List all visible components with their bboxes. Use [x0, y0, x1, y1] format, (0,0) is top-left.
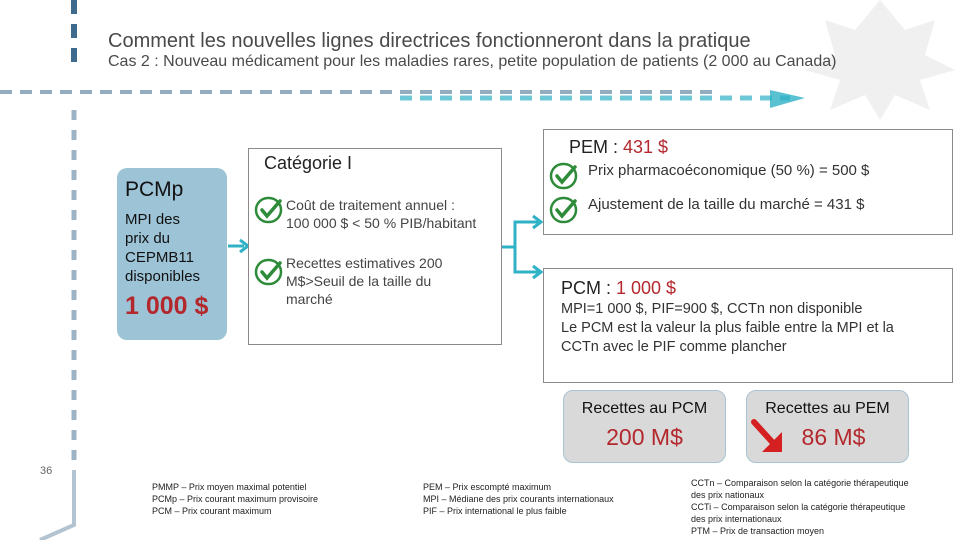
footnotes-col3: CCTn – Comparaison selon la catégorie th…	[691, 477, 909, 537]
categorie-item-cout: Coût de traitement annuel : 100 000 $ < …	[286, 196, 476, 232]
footnote-line: PCMp – Prix courant maximum provisoire	[152, 494, 319, 504]
categorie-item-line: M$>Seuil de la taille du	[286, 273, 432, 289]
pcm-label: PCM :	[561, 278, 617, 298]
pem-item-pharmaco: Prix pharmacoéconomique (50 %) = 500 $	[588, 162, 870, 179]
page-subtitle: Cas 2 : Nouveau médicament pour les mala…	[108, 53, 837, 70]
categorie-item-line: Recettes estimatives 200	[286, 255, 443, 271]
footnote-line: PMMP – Prix moyen maximal potentiel	[152, 482, 307, 492]
pcmp-title: PCMp	[125, 178, 184, 201]
page-title: Comment les nouvelles lignes directrices…	[108, 30, 751, 52]
recettes-pem-value: 86 M$	[801, 424, 866, 450]
pcm-box	[543, 268, 953, 383]
footnote-line: MPI – Médiane des prix courants internat…	[423, 494, 614, 504]
footnotes-col2: PEM – Prix escompté maximum MPI – Médian…	[423, 481, 614, 517]
categorie-title: Catégorie I	[262, 153, 355, 174]
pcmp-line: CEPMB11	[125, 249, 194, 266]
pcmp-price: 1 000 $	[125, 292, 209, 320]
pcm-line: MPI=1 000 $, PIF=900 $, CCTn non disponi…	[561, 301, 863, 317]
pcm-value: 1 000 $	[616, 278, 677, 298]
footnote-line: PEM – Prix escompté maximum	[423, 482, 552, 492]
pem-value: 431 $	[623, 137, 669, 157]
recettes-pcm-value: 200 M$	[606, 424, 683, 450]
check-icon	[254, 196, 283, 224]
categorie-item-line: 100 000 $ < 50 % PIB/habitant	[286, 215, 477, 231]
footnote-line: PTM – Prix de transaction moyen	[691, 526, 825, 536]
pcm-description: MPI=1 000 $, PIF=900 $, CCTn non disponi…	[561, 300, 946, 357]
page-number: 36	[40, 465, 53, 477]
pcmp-box: PCMp MPI des prix du CEPMB11 disponibles…	[117, 168, 227, 340]
pcmp-line: prix du	[125, 230, 171, 247]
recettes-pem-label: Recettes au PEM	[765, 400, 890, 417]
arrow-down-icon	[751, 419, 782, 452]
pcm-line: CCTn avec le PIF comme plancher	[561, 339, 787, 355]
categorie-item-line: marché	[286, 291, 333, 307]
check-icon	[254, 258, 283, 286]
pcmp-description: MPI des prix du CEPMB11 disponibles	[125, 210, 219, 286]
pcm-line: Le PCM est la valeur la plus faible entr…	[561, 320, 894, 336]
footnote-line: des prix nationaux	[691, 490, 765, 500]
pem-label: PEM :	[569, 137, 624, 157]
footnote-line: CCTn – Comparaison selon la catégorie th…	[691, 478, 909, 488]
pcm-title: PCM : 1 000 $	[561, 278, 676, 299]
check-icon	[549, 196, 578, 224]
footnote-line: des prix internationaux	[691, 514, 782, 524]
pcmp-line: disponibles	[125, 268, 201, 285]
pcmp-line: MPI des	[125, 211, 181, 228]
recettes-pcm-label: Recettes au PCM	[581, 400, 708, 417]
pem-title: PEM : 431 $	[565, 137, 673, 158]
categorie-item-line: Coût de traitement annuel :	[286, 197, 455, 213]
footnote-line: PIF – Prix international le plus faible	[423, 506, 567, 516]
footnote-line: PCM – Prix courant maximum	[152, 506, 272, 516]
footnote-line: CCTi – Comparaison selon la catégorie th…	[691, 502, 906, 512]
pem-item-ajustement: Ajustement de la taille du marché = 431 …	[588, 196, 865, 213]
footnotes-col1: PMMP – Prix moyen maximal potentiel PCMp…	[152, 481, 318, 517]
recettes-pcm-box: Recettes au PCM 200 M$	[563, 390, 726, 463]
check-icon	[549, 162, 578, 190]
categorie-item-recettes: Recettes estimatives 200 M$>Seuil de la …	[286, 254, 442, 308]
categorie-box	[248, 148, 502, 345]
